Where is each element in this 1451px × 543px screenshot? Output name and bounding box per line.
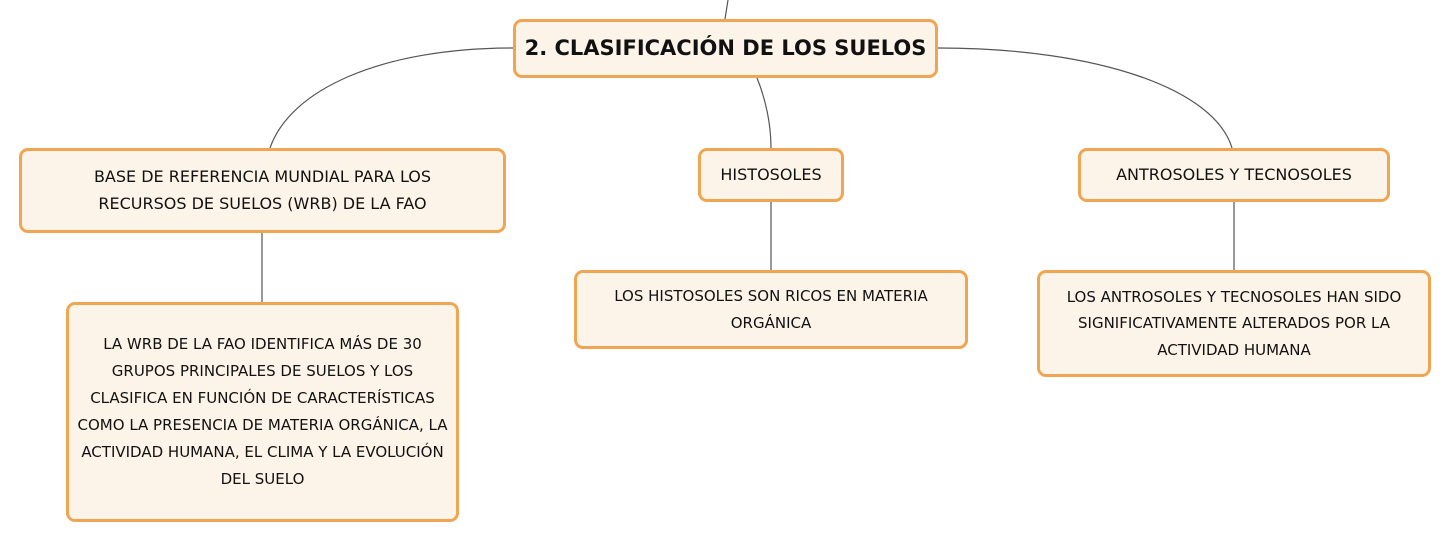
- link-root-wrb: [269, 47, 514, 149]
- branch-node-histosoles[interactable]: HISTOSOLES: [698, 148, 844, 202]
- branch-node-antrosoles[interactable]: ANTROSOLES Y TECNOSOLES: [1078, 148, 1390, 202]
- child-text: LOS HISTOSOLES SON RICOS EN MATERIA ORGÁ…: [614, 287, 928, 332]
- child-node-histosoles[interactable]: LOS HISTOSOLES SON RICOS EN MATERIA ORGÁ…: [574, 270, 968, 349]
- root-label: 2. CLASIFICACIÓN DE LOS SUELOS: [524, 36, 927, 61]
- child-text: LA WRB DE LA FAO IDENTIFICA MÁS DE 30 GR…: [77, 335, 448, 488]
- child-node-antrosoles[interactable]: LOS ANTROSOLES Y TECNOSOLES HAN SIDO SIG…: [1037, 270, 1431, 377]
- branch-label: HISTOSOLES: [720, 164, 822, 184]
- child-text: LOS ANTROSOLES Y TECNOSOLES HAN SIDO SIG…: [1066, 287, 1402, 359]
- branch-node-wrb[interactable]: BASE DE REFERENCIA MUNDIAL PARA LOS RECU…: [19, 148, 506, 233]
- link-parent-root: [724, 0, 729, 20]
- root-node[interactable]: 2. CLASIFICACIÓN DE LOS SUELOS: [513, 19, 938, 78]
- branch-label: ANTROSOLES Y TECNOSOLES: [1116, 164, 1352, 184]
- child-node-wrb[interactable]: LA WRB DE LA FAO IDENTIFICA MÁS DE 30 GR…: [66, 302, 459, 522]
- link-root-antrosoles: [937, 47, 1233, 149]
- branch-label: BASE DE REFERENCIA MUNDIAL PARA LOS RECU…: [93, 167, 432, 213]
- link-root-histosoles: [756, 77, 772, 149]
